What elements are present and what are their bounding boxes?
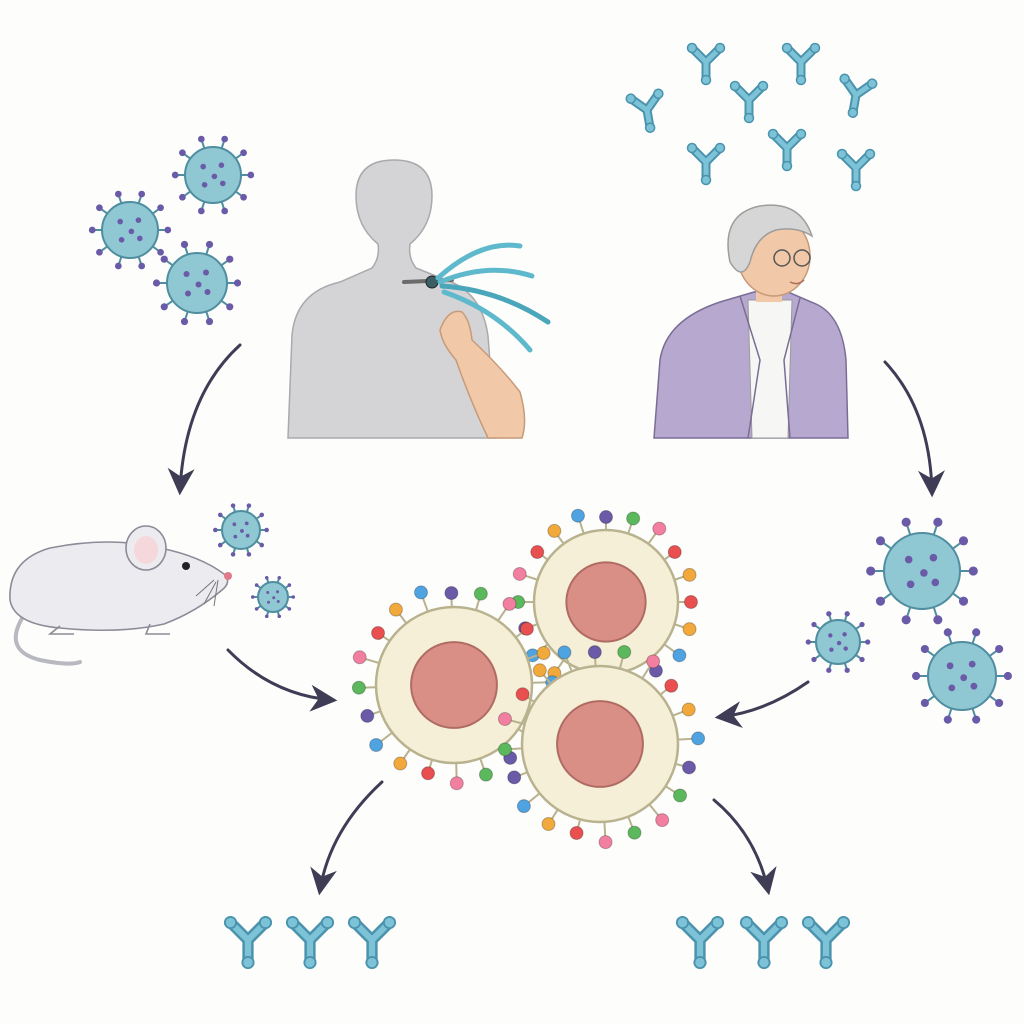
arrow-virus-to-mouse <box>167 343 242 496</box>
antibody-icon <box>801 915 851 970</box>
cell-icon <box>497 644 706 850</box>
antibody-icon <box>739 915 789 970</box>
mouse-eye <box>182 562 190 570</box>
person-icon <box>653 204 849 439</box>
cell-icon <box>351 585 560 791</box>
virus-icon <box>912 628 1012 724</box>
arrow-virus-to-cells <box>714 680 810 729</box>
antibody-icon <box>686 142 726 186</box>
antibody-icon <box>839 73 878 118</box>
antibody-icon <box>285 915 335 970</box>
antibody-icon <box>675 915 725 970</box>
virus-icon <box>152 240 242 326</box>
vaccine-streamer <box>439 283 551 325</box>
vaccine-streamer <box>437 267 535 285</box>
arrow-mouse-to-cells <box>226 648 338 712</box>
glasses-lens <box>773 249 791 267</box>
glasses-lens <box>793 249 811 267</box>
antibody-icon <box>767 128 807 172</box>
gray-hair <box>727 204 814 273</box>
vaccine-streamer <box>441 289 533 353</box>
antibody-icon <box>781 42 821 86</box>
vaccinator-arm <box>439 310 526 439</box>
mouse-nose <box>224 572 232 580</box>
immune-cells-group <box>351 508 706 850</box>
viruses-group <box>88 135 1012 724</box>
mouse-feet <box>47 623 170 635</box>
vaccine-streamer <box>435 242 523 281</box>
arrow-cells-to-antibodies-left <box>310 780 384 896</box>
vaccination-icon <box>287 159 551 439</box>
virus-icon <box>805 611 871 673</box>
arrows-group <box>167 343 945 896</box>
mouse-ear-inner <box>134 536 158 564</box>
virus-icon <box>88 190 172 270</box>
antibody-icon <box>836 148 876 192</box>
arrow-cells-to-antibodies-right <box>712 798 777 896</box>
lapel <box>783 297 801 439</box>
virus-icon <box>250 575 296 619</box>
lapel <box>739 295 761 439</box>
mouse-whiskers <box>195 579 219 607</box>
antibody-icon <box>223 915 273 970</box>
cell-icon <box>511 508 698 700</box>
virus-icon <box>213 503 269 557</box>
mouse-tail <box>13 610 82 666</box>
human-silhouette <box>287 159 497 439</box>
mouse-icon <box>9 525 232 666</box>
antibody-icon <box>625 88 664 133</box>
mouse-body <box>9 541 229 632</box>
antibody-icon <box>686 42 726 86</box>
arrow-person-to-virus <box>883 360 945 498</box>
antibody-icon <box>347 915 397 970</box>
mouth <box>789 279 805 285</box>
antibodies-group <box>223 42 878 970</box>
virus-icon <box>171 135 255 215</box>
antibody-icon <box>729 80 769 124</box>
virus-icon <box>866 517 978 625</box>
